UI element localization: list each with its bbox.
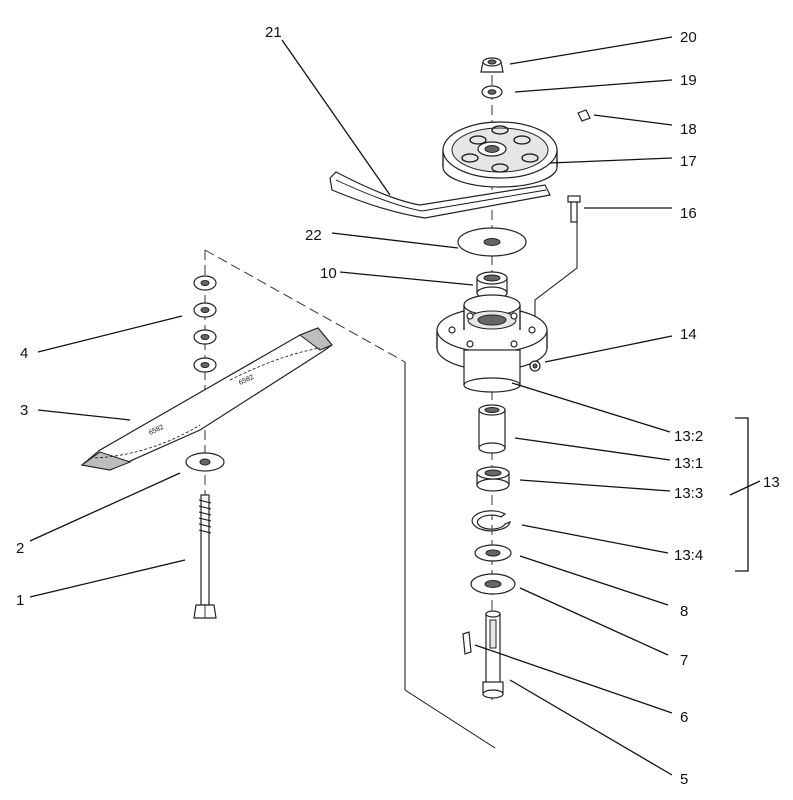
pulley <box>442 121 558 188</box>
label-20: 20 <box>680 29 697 46</box>
callout-labels: 1 2 3 4 21 22 10 20 19 18 17 16 14 13:2 … <box>16 24 780 788</box>
label-14: 14 <box>680 326 697 343</box>
pulley-washer <box>481 85 503 99</box>
blade-bolt <box>193 494 217 619</box>
snap-ring <box>471 510 511 532</box>
label-7: 7 <box>680 652 688 669</box>
label-5: 5 <box>680 771 688 788</box>
label-10: 10 <box>320 265 337 282</box>
label-13-1: 13:1 <box>674 455 703 472</box>
label-8: 8 <box>680 603 688 620</box>
grease-fitting <box>529 360 541 372</box>
label-13: 13 <box>763 474 780 491</box>
label-1: 1 <box>16 592 24 609</box>
washer-7 <box>470 573 516 595</box>
label-22: 22 <box>305 227 322 244</box>
label-3: 3 <box>20 402 28 419</box>
label-13-4: 13:4 <box>674 547 703 564</box>
belt <box>329 171 551 219</box>
key-small <box>577 109 591 122</box>
label-2: 2 <box>16 540 24 557</box>
label-6: 6 <box>680 709 688 726</box>
washer-stack <box>193 275 217 373</box>
blade: 6582 6582 <box>80 327 333 471</box>
shaft-key <box>462 631 472 655</box>
spindle-shaft <box>482 610 504 699</box>
spindle-housing <box>436 294 548 393</box>
spacer-tube <box>478 404 506 454</box>
label-4: 4 <box>20 345 28 362</box>
label-17: 17 <box>680 153 697 170</box>
label-21: 21 <box>265 24 282 41</box>
label-19: 19 <box>680 72 697 89</box>
blade-washer <box>185 452 225 472</box>
leader-lines <box>29 36 761 776</box>
hex-bolt-small <box>567 195 581 223</box>
label-18: 18 <box>680 121 697 138</box>
washer-8 <box>474 544 512 562</box>
pulley-nut <box>480 57 504 73</box>
label-13-2: 13:2 <box>674 428 703 445</box>
bearing-lower <box>476 466 510 492</box>
large-washer <box>457 227 527 257</box>
label-16: 16 <box>680 205 697 222</box>
label-13-3: 13:3 <box>674 485 703 502</box>
